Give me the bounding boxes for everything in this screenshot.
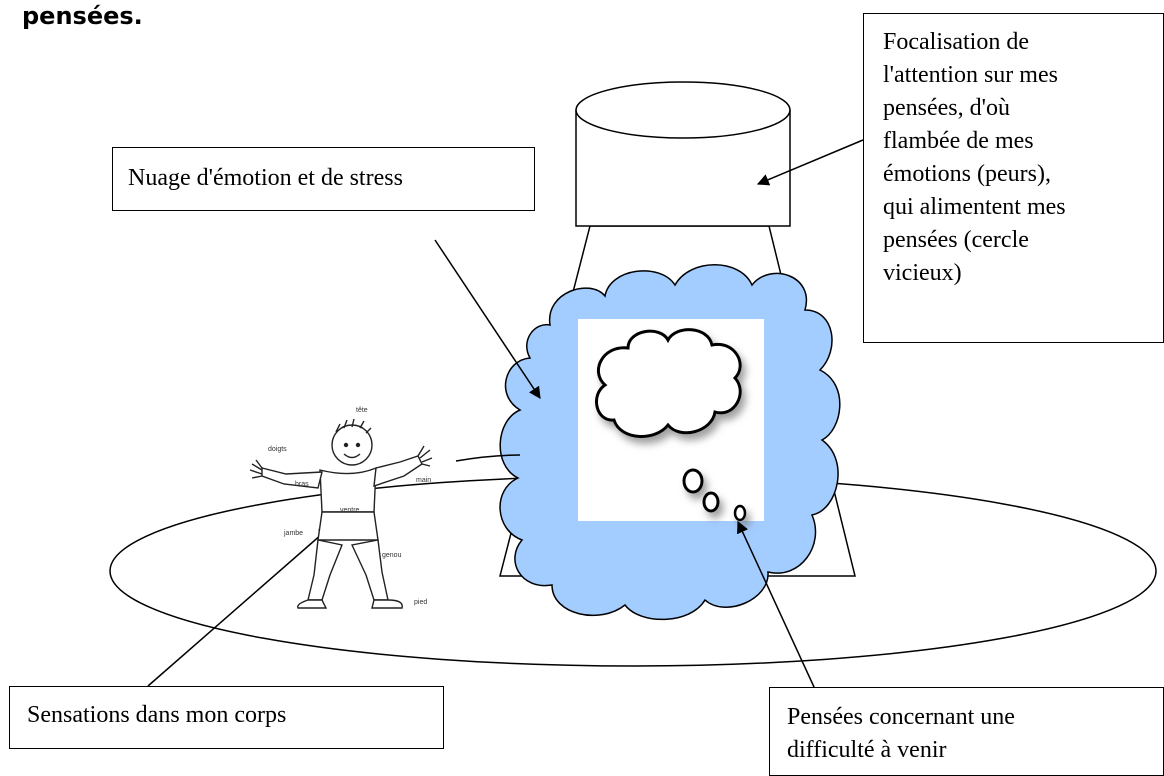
body-sensations-label: Sensations dans mon corps xyxy=(9,686,444,749)
body-labels: tête doigts bras main ventre jambe genou… xyxy=(268,407,431,606)
label-leg: jambe xyxy=(283,530,303,537)
cylinder xyxy=(575,81,791,227)
label-arm: bras xyxy=(295,481,309,488)
thought-bubble-icon xyxy=(595,328,747,522)
thoughts-label: Pensées concernant une difficulté à veni… xyxy=(769,687,1164,776)
label-head: tête xyxy=(356,407,368,414)
focus-arrow xyxy=(756,139,864,186)
label-fingers: doigts xyxy=(268,446,287,453)
label-foot: pied xyxy=(414,599,427,606)
body-arrow xyxy=(147,526,331,687)
emotion-cloud-label: Nuage d'émotion et de stress xyxy=(112,147,535,211)
thoughts-arrow xyxy=(737,520,821,701)
body-figure xyxy=(249,418,433,609)
body-link-line xyxy=(455,454,521,462)
focus-label: Focalisation de l'attention sur mes pens… xyxy=(863,13,1164,343)
label-belly: ventre xyxy=(340,507,360,514)
label-knee: genou xyxy=(382,552,402,559)
heading: pensées. xyxy=(22,2,143,30)
emotion-arrow xyxy=(434,239,541,399)
label-hand: main xyxy=(416,477,431,484)
